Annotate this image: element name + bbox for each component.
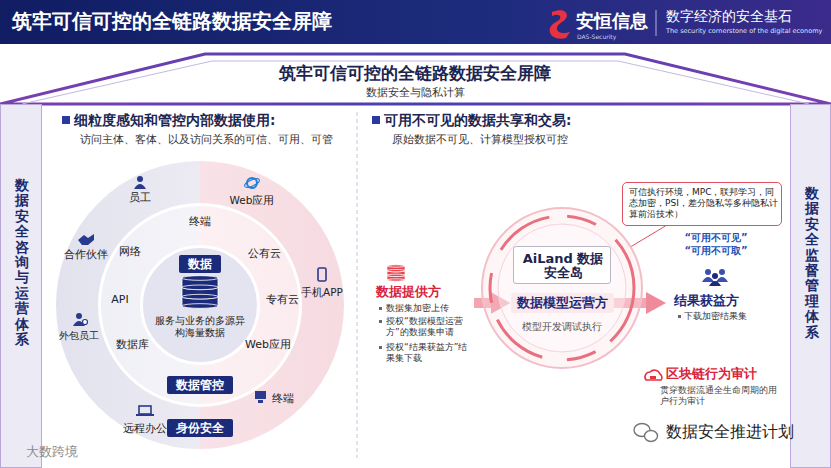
- node-text: 数据提供方: [376, 284, 441, 300]
- island-box: AiLand 数据安全岛: [513, 246, 611, 284]
- node-subtext: 外包员工: [59, 330, 99, 342]
- node-subtext: 数据安全与隐私计算: [366, 86, 465, 99]
- node-text: 身份安全: [176, 421, 224, 435]
- node-art: [480, 206, 644, 370]
- logo-subtext: DAS-Security: [577, 33, 616, 40]
- provider-block: 数据提供方数据集加密上传授权“数据模型运营方”的数据集申请授权“结果获益方”结果…: [370, 262, 474, 366]
- ring-shape: [55, 160, 346, 451]
- leader-line: [631, 226, 666, 247]
- header-separator: [656, 10, 657, 36]
- panel: 数据服务与业务的多源异构海量数据数据管控终端公有云专有云Web应用数据库API网…: [46, 108, 352, 466]
- node-text: 细粒度感知和管控内部数据使用:: [74, 112, 275, 128]
- ring-shape: [100, 205, 301, 406]
- node-text: 数据管控: [176, 378, 224, 392]
- logo-text: 安恒信息: [576, 10, 648, 32]
- wechat-icon: [645, 431, 658, 442]
- node-text: 数据安全咨询与运营体系: [15, 178, 29, 347]
- node-subtext: 公有云: [248, 247, 281, 260]
- middle-ring: 数据服务与业务的多源异构海量数据数据管控终端公有云专有云Web应用数据库API网…: [98, 203, 302, 407]
- outer-ring: 数据服务与业务的多源异构海量数据数据管控终端公有云专有云Web应用数据库API网…: [53, 158, 347, 452]
- callout-box: 可信执行环境，MPC，联邦学习，同态加密，PSI，差分隐私等多种隐私计算前沿技术…: [622, 182, 782, 226]
- node-subtext: 原始数据不可见、计算模型授权可控: [392, 133, 568, 146]
- logo-mark: [550, 10, 570, 39]
- node-subtext: Web应用: [245, 338, 291, 351]
- node-subtext: 授权“数据模型运营方”的数据集申请: [386, 316, 472, 338]
- node-text: 员工: [129, 191, 151, 204]
- node-text: 数据安全监督管理体系: [805, 186, 819, 340]
- island-circle: AiLand 数据安全岛数据模型运营方模型开发调试执行: [480, 206, 644, 370]
- node-text: 可信执行环境，MPC，联邦学习，同态加密，PSI，差分隐私等多种隐私计算前沿技术…: [629, 187, 779, 219]
- watermark: 数据安全推进计划: [666, 422, 794, 441]
- beneficiary-block: 结果获益方下载加密结果集: [666, 262, 778, 326]
- node-text: 筑牢可信可控的全链路数据安全屏障: [279, 63, 551, 83]
- operator-box: 数据模型运营方: [511, 293, 614, 313]
- data-box: 数据: [179, 255, 221, 273]
- node-subtext: 远程办公: [123, 422, 167, 435]
- panel: 数据提供方数据集加密上传授权“数据模型运营方”的数据集申请授权“结果获益方”结果…: [362, 108, 786, 466]
- side-band: 数据安全监督管理体系: [790, 104, 831, 468]
- node-text: 服务与业务的多源异构海量数据: [155, 315, 245, 339]
- side-band: 数据安全咨询与运营体系: [0, 104, 42, 468]
- node-subtext: Web应用: [230, 194, 275, 207]
- island-ring: [490, 216, 634, 360]
- node-subtext: 网络: [119, 245, 141, 258]
- control-box: 数据管控: [167, 376, 233, 394]
- node-subtext: 专有云: [266, 293, 299, 306]
- node-text: 数据: [188, 257, 212, 271]
- node-text: 模型开发调试执行: [522, 321, 602, 333]
- node-text: 数据模型运营方: [517, 295, 608, 311]
- identity-box: 身份安全: [167, 419, 233, 437]
- slogan-english: The security cornerstone of the digital …: [666, 28, 822, 36]
- panel-divider: [357, 112, 358, 458]
- page-title: 筑牢可信可控的全链路数据安全屏障: [12, 9, 332, 33]
- node-subtext: 贯穿数据流通全生命周期的用户行为审计: [660, 385, 784, 407]
- node-subtext: 终端: [272, 392, 294, 405]
- node-text: 区块链行为审计: [666, 366, 757, 382]
- header-bar: [0, 0, 831, 44]
- ring-shape: [142, 247, 259, 364]
- node-text: 终端: [189, 215, 211, 228]
- roof-inner: [22, 61, 809, 104]
- slogan: 数字经济的安全基石: [666, 8, 792, 25]
- node-subtext: API: [111, 293, 128, 306]
- node-subtext: 手机APP: [301, 286, 343, 299]
- node-subtext: 数据库: [116, 338, 149, 351]
- watermark: 大数跨境: [26, 444, 78, 460]
- principle-label: “可用不可取”: [684, 245, 747, 257]
- node-text: 结果获益方: [674, 293, 739, 309]
- island-ring: [482, 208, 642, 368]
- island-ring: [498, 224, 626, 352]
- node-subtext: 下载加密结果集: [684, 311, 747, 322]
- roof: [0, 54, 831, 104]
- audit-block: 区块链行为审计贯穿数据流通全生命周期的用户行为审计: [640, 362, 786, 416]
- node-subtext: 授权“结果获益方”结果集下载: [386, 342, 472, 364]
- bullet-square: [62, 116, 70, 124]
- node-subtext: 访问主体、客体、以及访问关系的可信、可用、可管: [80, 133, 333, 146]
- inner-circle: 数据服务与业务的多源异构海量数据: [140, 245, 260, 365]
- bullet-square: [372, 116, 380, 124]
- node-subtext: 合作伙伴: [64, 248, 108, 261]
- node-subtext: 数据集加密上传: [386, 303, 472, 314]
- node-text: AiLand 数据安全岛: [518, 252, 608, 281]
- principle-label: “可用不可见”: [684, 232, 747, 244]
- node-text: 可用不可见的数据共享和交易:: [384, 112, 571, 128]
